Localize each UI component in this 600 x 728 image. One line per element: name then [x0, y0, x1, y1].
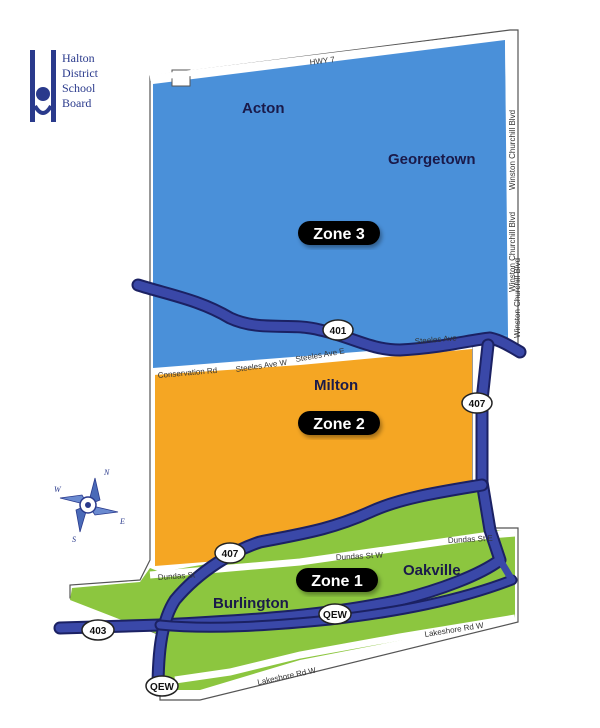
label-dundas: Dundas St: [158, 570, 197, 582]
logo-arc: [33, 104, 53, 115]
compass-s: S: [72, 535, 76, 544]
zone-1-badge-label: Zone 1: [311, 573, 363, 590]
label-dundas-e: Dundas St E: [448, 534, 493, 545]
zone-3-region[interactable]: [153, 40, 508, 345]
shield-403-label: 403: [90, 626, 107, 637]
zone-2-badge[interactable]: Zone 2: [298, 411, 380, 435]
logo-line-2: District: [62, 66, 99, 80]
label-steeles: Steeles Ave: [414, 333, 457, 346]
logo-line-1: Halton: [62, 51, 95, 65]
lakeshore-road: [174, 614, 516, 684]
town-milton: Milton: [314, 377, 358, 394]
winston-churchill-road: [505, 39, 515, 341]
shield-407-east[interactable]: 407: [461, 392, 493, 414]
label-winston-mid: Winston Churchill Blvd: [508, 212, 517, 292]
compass-n: N: [103, 468, 110, 477]
zone-3-badge[interactable]: Zone 3: [298, 221, 380, 245]
label-winston-low: Winston Churchill Blvd: [513, 258, 522, 338]
compass-w: W: [54, 485, 62, 494]
logo-bar-left: [30, 50, 35, 122]
shield-403[interactable]: 403: [81, 619, 115, 641]
shield-407-east-label: 407: [469, 399, 486, 410]
town-burlington: Burlington: [213, 595, 289, 612]
hwy7-road: [149, 31, 511, 81]
shield-407-west[interactable]: 407: [214, 542, 246, 564]
shield-qew-central[interactable]: QEW: [318, 603, 352, 625]
logo-line-4: Board: [62, 96, 91, 110]
zone-3-region-south[interactable]: [153, 290, 508, 368]
hwy-401[interactable]: [133, 280, 525, 357]
shield-qew-south[interactable]: QEW: [145, 675, 179, 697]
label-winston-top: Winston Churchill Blvd: [508, 110, 517, 190]
compass-e: E: [119, 517, 125, 526]
logo-bar-right: [51, 50, 56, 122]
hwy-407-qew[interactable]: [55, 340, 505, 633]
hwy-407-west[interactable]: [153, 480, 487, 695]
zone-3-badge-label: Zone 3: [313, 226, 365, 243]
town-acton: Acton: [242, 100, 285, 117]
logo-line-3: School: [62, 81, 96, 95]
zone-1-badge[interactable]: Zone 1: [296, 568, 378, 592]
shield-401[interactable]: 401: [322, 319, 354, 341]
shield-qew-central-label: QEW: [323, 610, 347, 621]
shield-407-west-label: 407: [222, 549, 239, 560]
zone-2-region[interactable]: [155, 348, 472, 566]
compass-rose-icon: N E S W: [54, 468, 125, 544]
school-board-logo[interactable]: Halton District School Board: [30, 50, 99, 122]
town-oakville: Oakville: [403, 562, 461, 579]
shield-401-label: 401: [330, 326, 347, 337]
shield-qew-south-label: QEW: [150, 682, 174, 693]
dundas-road: [149, 529, 516, 579]
zone-2-badge-label: Zone 2: [313, 416, 365, 433]
logo-head: [36, 87, 50, 101]
label-hwy7: HWY 7: [309, 55, 336, 67]
town-georgetown: Georgetown: [388, 151, 476, 168]
hwy-link: [496, 556, 516, 584]
label-dundas-w: Dundas St W: [336, 551, 384, 562]
